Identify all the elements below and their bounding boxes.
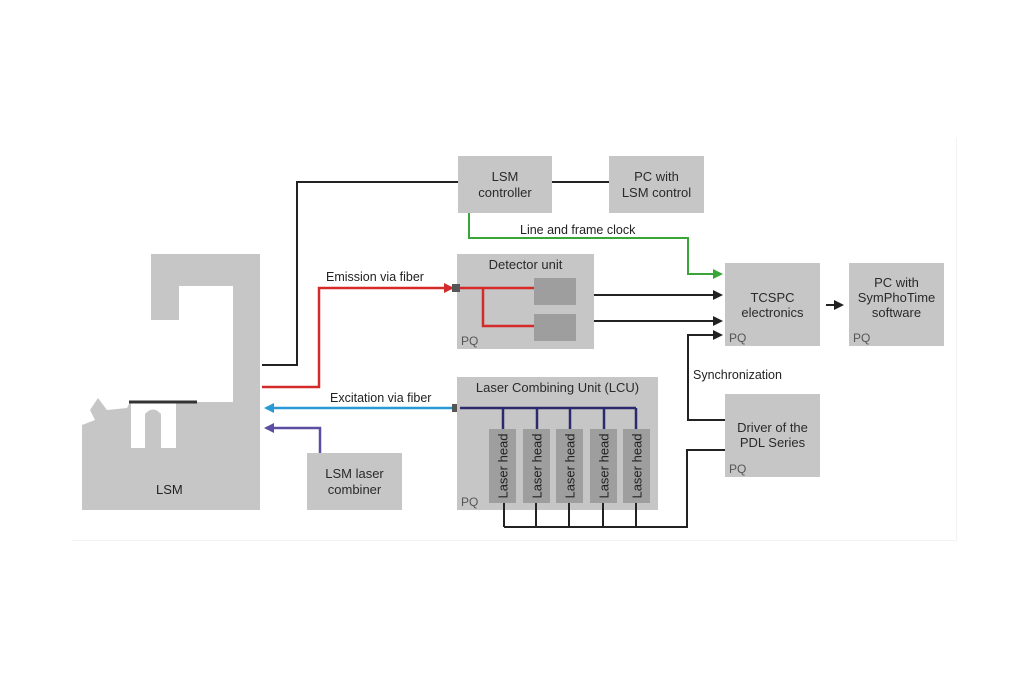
- pdl-driver-label-1: Driver of the: [737, 420, 808, 435]
- driver-trigger-bus: [504, 449, 725, 528]
- diagram-frame: [72, 138, 957, 541]
- lsm-microscope-shape: [82, 254, 260, 510]
- pc-symphotime-label-3: software: [871, 305, 922, 320]
- emission-label: Emission via fiber: [326, 270, 424, 284]
- tcspc-box[interactable]: TCSPC electronics PQ: [725, 263, 820, 346]
- pq-logo: PQ: [461, 334, 479, 348]
- tcspc-label-1: TCSPC: [750, 290, 795, 305]
- lcu-title: Laser Combining Unit (LCU): [475, 380, 640, 395]
- lsm-laser-combiner-label-1: LSM laser: [325, 466, 384, 481]
- lsm-controller-label-1: LSM: [491, 169, 519, 184]
- laser-head-3: Laser head: [556, 429, 583, 503]
- pc-symphotime-label-2: SymPhoTime: [857, 290, 936, 305]
- pq-logo: PQ: [729, 462, 747, 476]
- laser-head-2: Laser head: [523, 429, 550, 503]
- laser-head-1: Laser head: [489, 429, 516, 503]
- lsm-label: LSM: [156, 482, 183, 497]
- excitation-label: Excitation via fiber: [330, 391, 432, 405]
- laser-head-5: Laser head: [623, 429, 650, 503]
- pc-lsm-control-label-1: PC with: [634, 169, 679, 184]
- lsm-laser-combiner-line: [264, 423, 322, 455]
- laser-head-4: Laser head: [590, 429, 617, 503]
- tcspc-label-2: electronics: [741, 305, 804, 320]
- lsm-laser-combiner-box[interactable]: LSM laser combiner: [307, 453, 402, 510]
- clock-label: Line and frame clock: [520, 223, 636, 237]
- pc-lsm-control-box[interactable]: PC with LSM control: [609, 156, 704, 213]
- pq-logo: PQ: [853, 331, 871, 345]
- pc-symphotime-label-1: PC with: [874, 275, 919, 290]
- lsm-laser-combiner-label-2: combiner: [327, 482, 382, 497]
- control-line-lsm-to-controller: [262, 181, 458, 366]
- lsm-controller-label-2: controller: [478, 185, 532, 200]
- sync-label: Synchronization: [693, 368, 782, 382]
- pdl-driver-label-2: PDL Series: [739, 435, 806, 450]
- emission-fiber-line: [262, 283, 454, 389]
- lcu-box[interactable]: Laser Combining Unit (LCU) Laser head La…: [457, 377, 658, 510]
- sync-line: [687, 330, 725, 421]
- pc-lsm-control-label-2: LSM control: [621, 185, 692, 200]
- pq-logo: PQ: [461, 495, 479, 509]
- pq-logo: PQ: [729, 331, 747, 345]
- pdl-driver-box[interactable]: Driver of the PDL Series PQ: [725, 394, 820, 477]
- detector-unit-box[interactable]: Detector unit PQ: [457, 254, 594, 349]
- clock-line: [468, 213, 723, 279]
- lsm-controller-box[interactable]: LSM controller: [458, 156, 552, 213]
- pc-symphotime-box[interactable]: PC with SymPhoTime software PQ: [849, 263, 944, 346]
- detector-unit-title: Detector unit: [488, 257, 563, 272]
- detector-2: [534, 314, 576, 341]
- detector-1: [534, 278, 576, 305]
